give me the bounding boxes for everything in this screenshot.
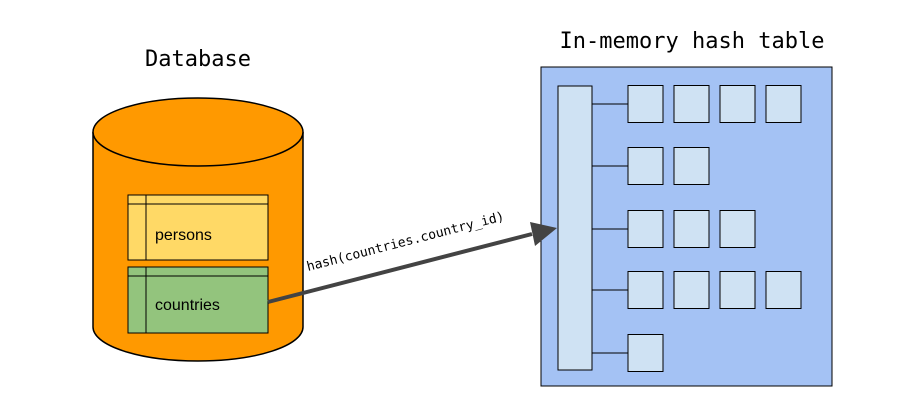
bucket-entry xyxy=(673,85,710,123)
bucket-entry xyxy=(627,147,664,185)
database-title: Database xyxy=(145,47,251,72)
bucket-entry xyxy=(719,210,756,248)
persons-table-label: persons xyxy=(155,227,212,244)
hash-buckets xyxy=(592,85,802,372)
bucket-entry xyxy=(627,271,664,309)
hash-table-spine xyxy=(557,85,593,371)
countries-table: countries xyxy=(127,266,269,334)
countries-table-label: countries xyxy=(155,297,220,314)
bucket-entry xyxy=(765,85,802,123)
cylinder-top xyxy=(92,97,304,167)
arrow-line xyxy=(267,232,533,304)
bucket-entry xyxy=(673,271,710,309)
persons-table: persons xyxy=(127,194,269,261)
bucket-entry xyxy=(673,147,710,185)
bucket-entry xyxy=(765,271,802,309)
hash-table-title: In-memory hash table xyxy=(560,29,825,54)
arrow-head xyxy=(530,222,557,246)
bucket-entry xyxy=(627,334,664,372)
bucket-entry xyxy=(719,85,756,123)
bucket-entry xyxy=(627,85,664,123)
hash-arrow: hash(countries.country_id) xyxy=(267,209,557,304)
bucket-entry xyxy=(719,271,756,309)
bucket-entry xyxy=(673,210,710,248)
bucket-entry xyxy=(627,210,664,248)
